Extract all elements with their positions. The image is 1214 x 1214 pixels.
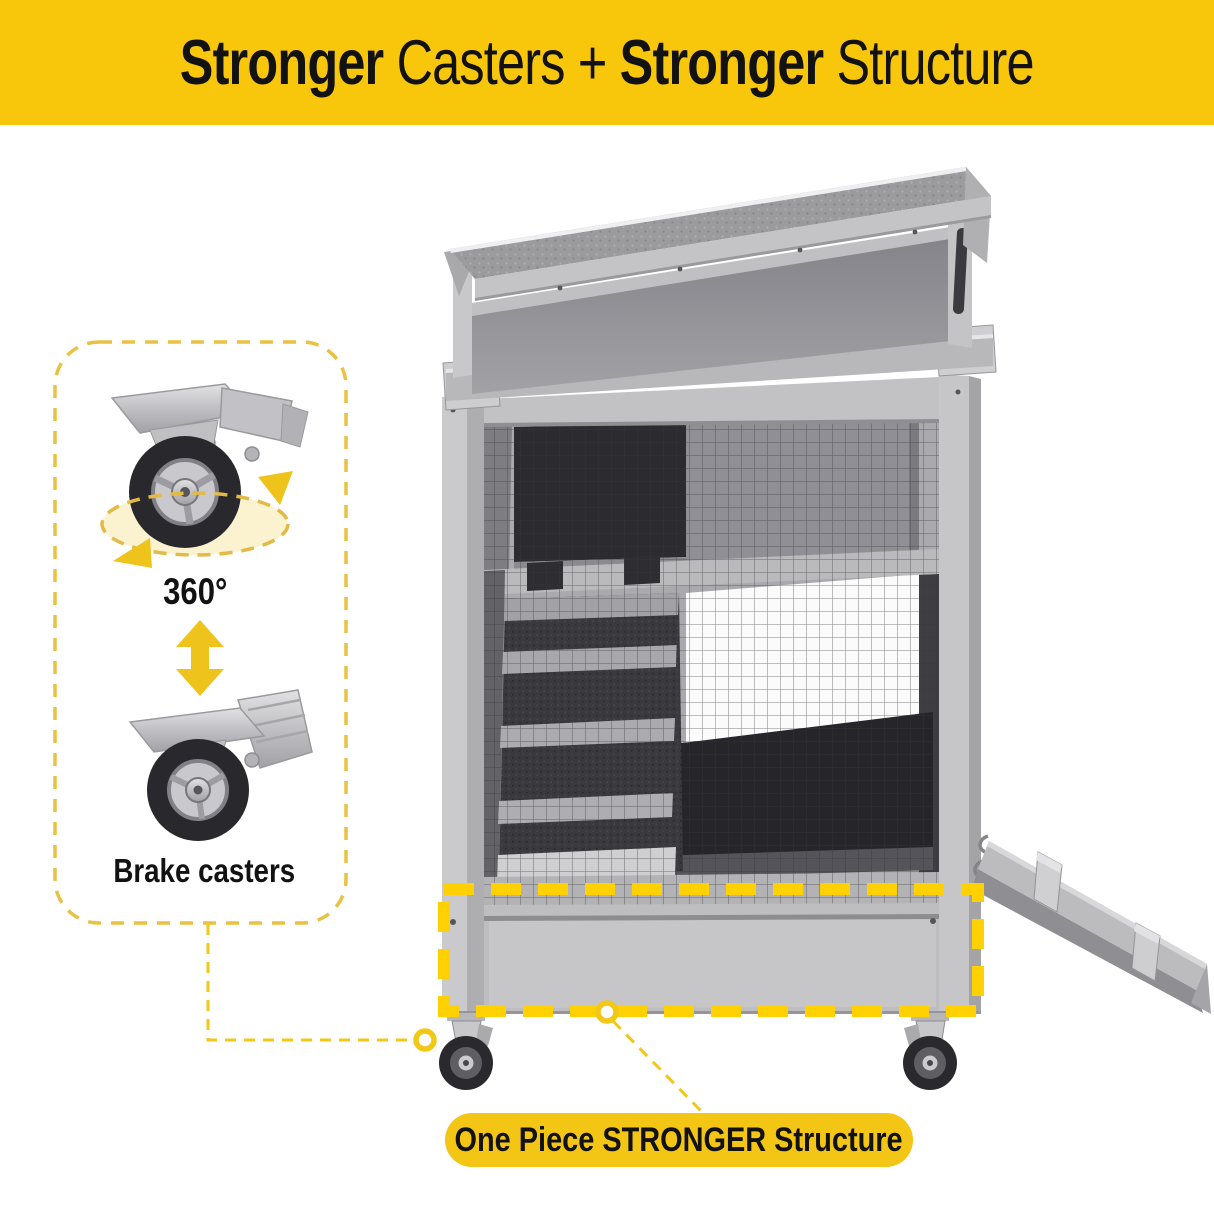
rotation-label: 360° (162, 571, 228, 612)
banner-title-regular-2: Structure (823, 27, 1035, 98)
structure-highlight (438, 883, 984, 1017)
swivel-caster-icon (110, 383, 309, 548)
up-down-arrow-icon (176, 620, 224, 696)
caster-callout-graphics (53, 340, 348, 925)
connector-dot-icon (595, 1000, 619, 1024)
hutch-caster-left (439, 1013, 493, 1090)
connector-casters (206, 924, 437, 1052)
header-banner: Stronger Casters + Stronger Structure (0, 0, 1214, 125)
connector-structure (595, 1000, 703, 1113)
banner-title-regular-1: Casters + (383, 27, 620, 98)
structure-label: One Piece STRONGER Structure (454, 1120, 904, 1159)
rabbit-hutch-illustration (439, 167, 1211, 1090)
rotation-360-icon (100, 471, 293, 568)
brake-caster-icon (128, 689, 313, 841)
structure-label-pill: One Piece STRONGER Structure (445, 1113, 913, 1167)
callout-dashed-border (53, 340, 348, 925)
hutch-caster-right (903, 1013, 957, 1090)
hutch-ramp-door (972, 834, 1211, 1014)
brake-casters-label: Brake casters (113, 852, 295, 889)
connector-dot-icon (413, 1028, 437, 1052)
banner-title-bold-1: Stronger (179, 27, 384, 98)
banner-title: Stronger Casters + Stronger Structure (179, 27, 1035, 99)
highlight-dashed-rect (438, 883, 984, 1017)
banner-title-bold-2: Stronger (619, 27, 824, 98)
